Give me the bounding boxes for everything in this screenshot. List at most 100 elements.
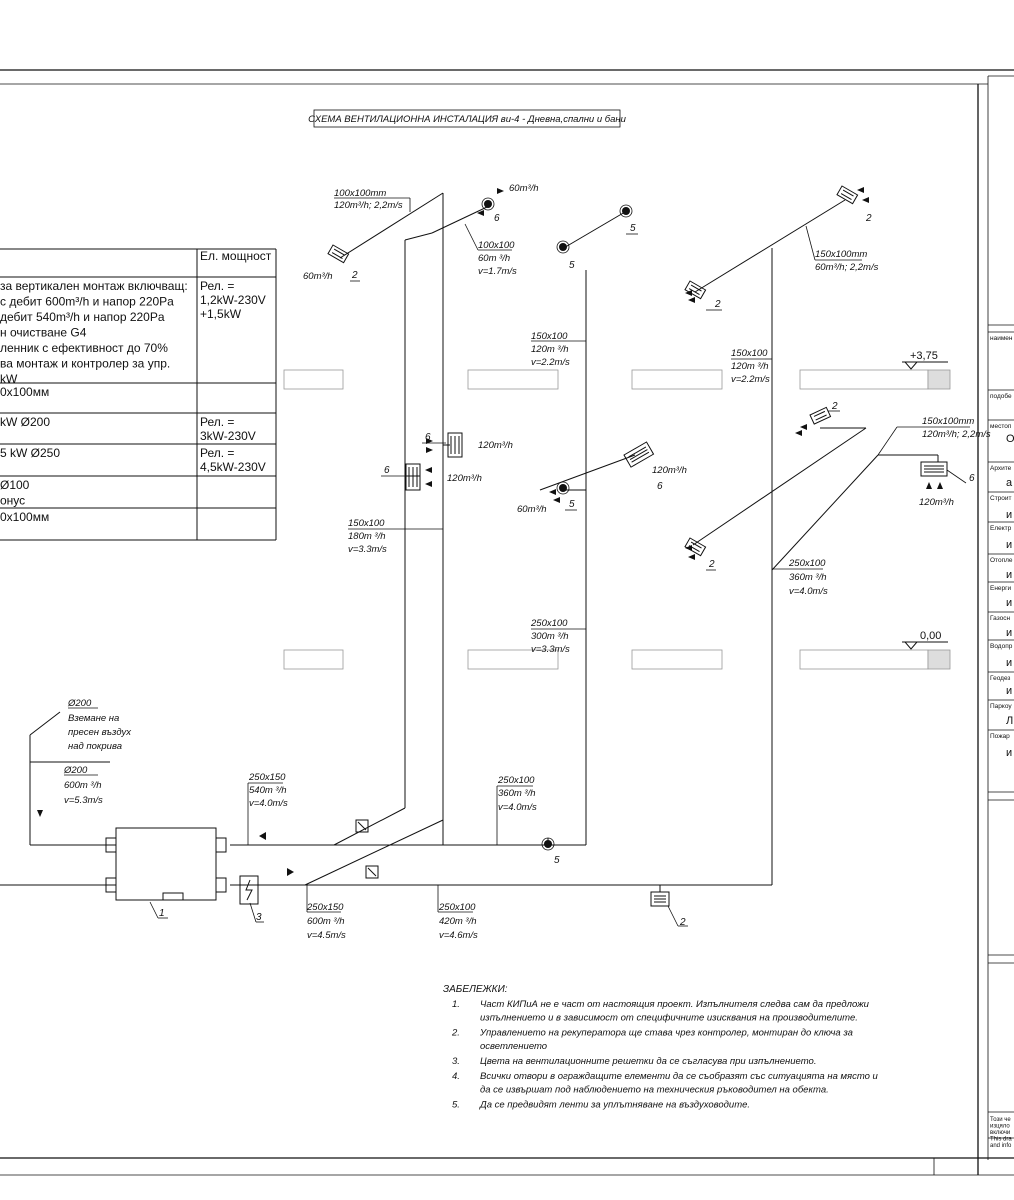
note-text: да се извършат под наблюдението на техни… [480, 1085, 829, 1096]
note-number: 3. [452, 1056, 460, 1067]
duct-velocity: v=4.6m/s [439, 930, 478, 941]
duct-size: 250x100 [438, 902, 476, 913]
title-block-footer-text: включи [990, 1130, 1010, 1136]
level-mark-top: +3,75 [902, 350, 948, 370]
duct-size: 150x100 [731, 348, 768, 359]
duct-size: 150x100 [348, 518, 385, 529]
marker-5: 5 [554, 855, 560, 866]
marker-1: 1 [159, 908, 165, 919]
duct-flow: 420m ³/h [439, 916, 477, 927]
duct-flow: 360m ³/h [789, 572, 827, 583]
flow-label: 120m³/h [478, 440, 513, 451]
title-block-label: Електр [990, 525, 1012, 532]
flow-label: 120m³/h [447, 473, 482, 484]
spec-row-power: 4,5kW-230V [200, 460, 266, 474]
marker-2: 2 [714, 299, 721, 310]
flow-label: 120m³/h [919, 497, 954, 508]
marker-6: 6 [425, 432, 431, 443]
note-number: 5. [452, 1100, 460, 1111]
duct-flow: 300m ³/h [531, 631, 569, 642]
diffuser-a [481, 197, 495, 211]
note-text: Да се предвидят ленти за уплътняване на … [479, 1100, 750, 1111]
sheet-frame [0, 69, 1014, 1176]
marker-2: 2 [831, 401, 838, 412]
grille-2-c [684, 280, 707, 300]
title-block-footer-text: This dra [990, 1137, 1012, 1143]
notes-section: ЗАБЕЛЕЖКИ: 1. Част КИПиА не е част от нас… [443, 984, 879, 1111]
duct-label-8: 250x100 300m ³/h v=3.3m/s [530, 618, 570, 655]
title-block-label: Строит [990, 495, 1012, 502]
marker-3: 3 [256, 912, 262, 923]
level-top-text: +3,75 [910, 350, 938, 362]
duct-velocity: v=3.3m/s [348, 544, 387, 555]
spec-row-description: 5 kW Ø250 [0, 446, 60, 460]
spec-row-description: онус [0, 494, 25, 508]
duct-label-5: 150x100mm 60m³/h; 2,2m/s [815, 249, 879, 273]
flow-label: 120m³/h [652, 465, 687, 476]
diffuser-e [541, 837, 555, 851]
spec-row-description: Ø100 [0, 478, 30, 492]
duct-network [0, 192, 939, 892]
marker-5: 5 [569, 499, 575, 510]
title-block-value: О [1006, 433, 1014, 445]
duct-flow: 120m³/h; 2,2m/s [922, 429, 991, 440]
marker-6: 6 [494, 213, 500, 224]
notes-heading: ЗАБЕЛЕЖКИ: [443, 984, 508, 995]
title-block-value: и [1006, 597, 1012, 609]
title-block-value: Л [1006, 715, 1013, 727]
spec-row-description: н очистване G4 [0, 326, 87, 340]
grille-2-d [809, 406, 832, 425]
grille-6-c [623, 441, 655, 468]
spec-row-description: 0x100мм [0, 510, 49, 524]
grille-2-b [836, 185, 859, 205]
grille-6-d [920, 461, 948, 477]
duct-size: 250x100 [497, 775, 535, 786]
duct-velocity: v=3.3m/s [531, 644, 570, 655]
duct-flow: 60m ³/h [478, 253, 510, 264]
note-text: Всички отвори в ограждащите елементи да … [480, 1071, 879, 1082]
grille-2-f [650, 891, 670, 907]
fire-damper-2 [365, 865, 379, 879]
note-number: 1. [452, 999, 460, 1010]
spec-row-description: ва монтаж и контролер за упр. [0, 357, 170, 371]
title-block-value: и [1006, 569, 1012, 581]
title-block-footer-text: and info [990, 1143, 1012, 1149]
duct-size: 250x100 [788, 558, 826, 569]
spec-row-power: +1,5kW [200, 307, 242, 321]
marker-6: 6 [384, 465, 390, 476]
title-block-label: местоп [990, 423, 1012, 430]
note-text: изпълнението и в зависимост от специфичн… [480, 1013, 858, 1024]
label-leaders [64, 197, 970, 927]
grille-6-b [405, 463, 421, 491]
title-block-value: и [1006, 539, 1012, 551]
duct-velocity: v=5.3m/s [64, 795, 103, 806]
duct-label-2: 100x100 60m ³/h v=1.7m/s [478, 240, 517, 277]
heat-recovery-unit [105, 827, 227, 901]
spec-rows: за вертикален монтаж включващ:с дебит 60… [0, 279, 266, 524]
title-block-value: и [1006, 685, 1012, 697]
title-block-label: Архите [990, 465, 1012, 472]
flow-label: 60m³/h [517, 504, 547, 515]
intake-top-label: Ø200 Вземане на пресен въздух над покрив… [67, 698, 132, 752]
title-block-footer-text: изцяло [990, 1124, 1010, 1130]
title-block-label: подобе [990, 392, 1012, 400]
duct-label-7: 150x100 180m ³/h v=3.3m/s [348, 518, 387, 555]
spec-row-power: 1,2kW-230V [200, 293, 266, 307]
spec-row-description: ленник с ефективност до 70% [0, 341, 168, 355]
intake-text-3: над покрива [68, 741, 122, 752]
note-text: Част КИПиА не е част от настоящия проект… [480, 999, 870, 1010]
marker-2: 2 [865, 213, 872, 224]
duct-flow: 120m³/h; 2,2m/s [334, 200, 403, 211]
note-text: Цвета на вентилационните решетки да се с… [480, 1056, 816, 1067]
marker-6: 6 [969, 473, 975, 484]
title-block-value: и [1006, 657, 1012, 669]
note-text: Управлението на рекуператора ще става чр… [479, 1028, 853, 1039]
position-markers: 1 2 2 2 2 2 2 3 5 5 5 5 6 6 6 6 6 [159, 213, 975, 928]
intake-text-2: пресен въздух [68, 727, 132, 738]
note-text: осветлението [480, 1041, 547, 1052]
duct-flow: 120m ³/h [731, 361, 769, 372]
duct-size: 250x150 [248, 772, 286, 783]
title-block-value: и [1006, 747, 1012, 759]
level-mark-bottom: 0,00 [902, 630, 948, 650]
